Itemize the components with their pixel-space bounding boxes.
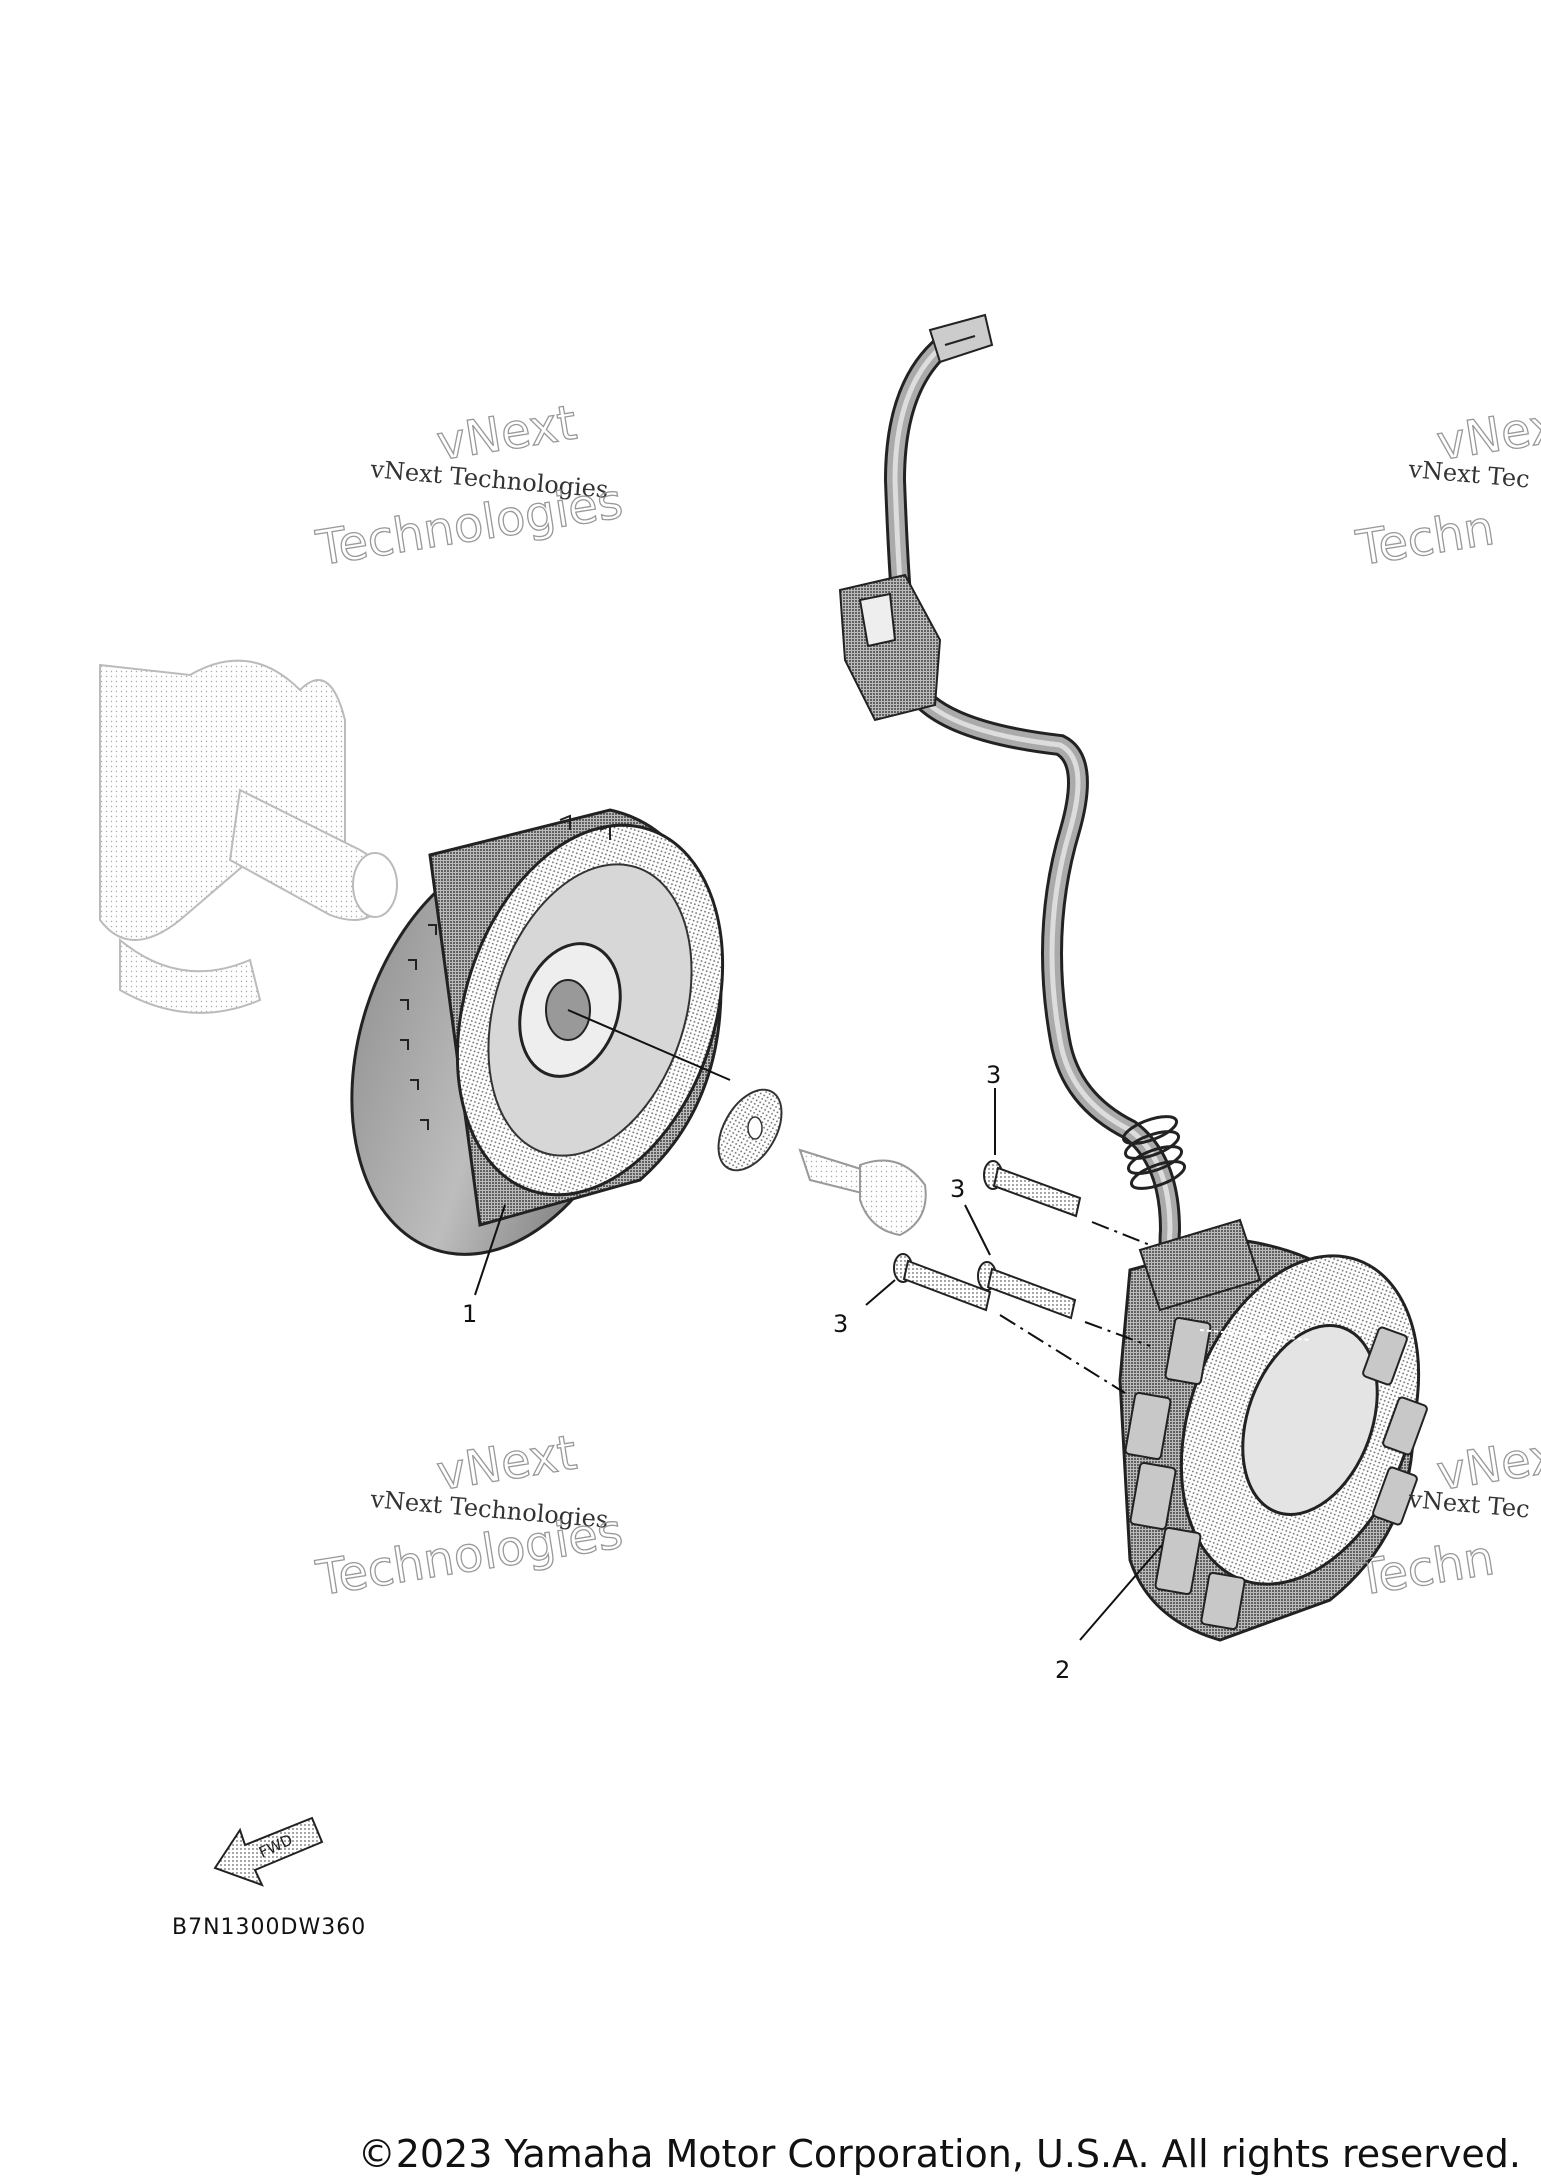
callout-3-top: 3 <box>986 1061 1001 1089</box>
watermark-3: vNext Technologies vNext Technologies <box>311 1424 627 1608</box>
svg-text:vNext: vNext <box>1433 395 1541 472</box>
wire-harness <box>883 329 1311 1391</box>
fwd-arrow-icon: FWD <box>213 1816 324 1887</box>
connector-top <box>928 313 994 364</box>
callout-3-left: 3 <box>833 1310 848 1338</box>
rotor-flywheel <box>350 808 725 1256</box>
copyright-notice: ©2023 Yamaha Motor Corporation, U.S.A. A… <box>357 2132 1521 2176</box>
callout-3-middle: 3 <box>950 1175 965 1203</box>
stator <box>1118 1218 1428 1642</box>
rotor-bolt <box>798 1148 927 1237</box>
assembly-lines <box>999 1221 1151 1394</box>
stator-screws <box>893 1160 1082 1320</box>
watermark-2: vNext Tec vNext Techn <box>1351 395 1541 578</box>
watermark-1: vNext Technologies vNext Technologies <box>311 394 627 578</box>
grommet-clip <box>838 573 942 722</box>
diagram-code: B7N1300DW360 <box>172 1915 366 1940</box>
svg-text:vNext: vNext <box>433 1425 580 1502</box>
harness-coil <box>1121 1115 1187 1190</box>
callout-2: 2 <box>1055 1656 1070 1684</box>
svg-text:Techn: Techn <box>1352 500 1498 577</box>
washer <box>717 1088 783 1172</box>
crankshaft-phantom <box>99 659 398 1014</box>
svg-text:vNext: vNext <box>1433 1425 1541 1502</box>
svg-text:vNext: vNext <box>433 395 580 472</box>
rotor-center-line <box>567 1009 731 1081</box>
callout-leaders <box>474 1088 1163 1641</box>
callout-1: 1 <box>462 1300 477 1328</box>
